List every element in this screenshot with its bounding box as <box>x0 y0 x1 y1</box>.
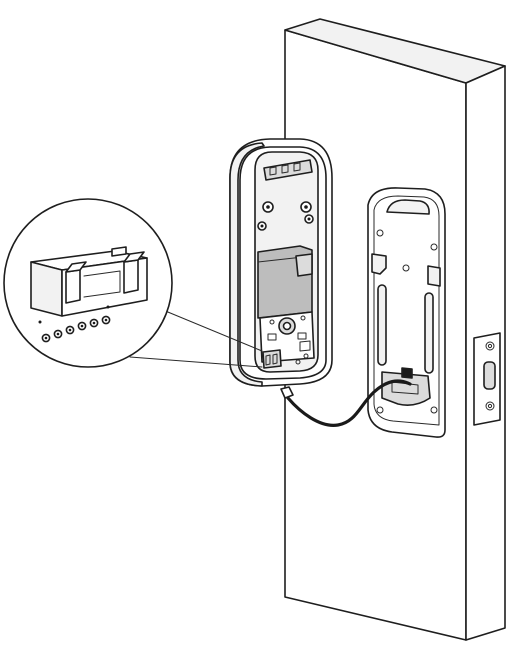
mounting-plate <box>367 187 446 438</box>
callout-line-upper <box>162 309 263 352</box>
connection-cable <box>286 379 412 427</box>
magnifier-callout <box>3 198 263 368</box>
pin-holes <box>41 315 111 343</box>
cable-socket <box>262 349 282 369</box>
callout-line-lower <box>129 356 263 368</box>
cable-connector <box>280 386 294 399</box>
lock-body <box>229 138 333 387</box>
strike-plate <box>473 332 501 426</box>
enlarged-socket <box>30 246 148 317</box>
